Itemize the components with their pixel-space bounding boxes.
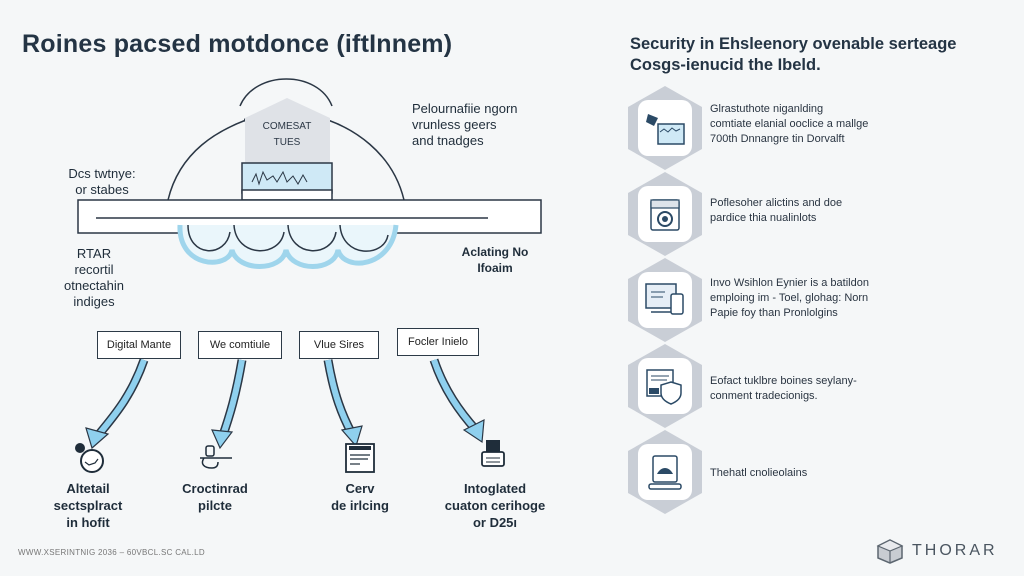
feature-line: Invo Wsihlon Eynier is a batildon (710, 277, 869, 289)
dome-top-arc (239, 78, 333, 107)
computer-mobile-icon (638, 272, 692, 328)
annotation-line: or stabes (75, 182, 129, 197)
annotation-line: and tnadges (412, 133, 484, 148)
arrow-4 (429, 358, 485, 444)
output-line: Cerv (345, 481, 375, 496)
feature-item-4: Eofact tuklbre boines seylany- conment t… (628, 344, 1008, 434)
arrow-1 (85, 358, 149, 450)
output-line: pilcte (198, 498, 232, 513)
center-hexagon (245, 98, 330, 182)
document-shield-icon (638, 358, 692, 414)
cube-logo-icon (876, 539, 904, 564)
center-label-2: TUES (274, 137, 301, 148)
feature-line: conment tradecionigs. (710, 390, 818, 402)
feature-line: Papie foy than Pronlolgins (710, 307, 838, 319)
water-scallops (177, 224, 399, 269)
feature-line: Glrastuthote niganlding (710, 103, 824, 115)
feature-line: Eofact tuklbre boines seylany- (710, 375, 857, 387)
feature-item-5: Thehatl cnolieolains (628, 430, 1008, 520)
annotation-line: Dcs twtnye: (68, 166, 136, 181)
stage-box-3[interactable]: Vlue Sires (299, 331, 379, 359)
right-title-line1: Security in Ehsleenory ovenable serteage (630, 35, 957, 53)
brand-logo[interactable]: THORAR (876, 538, 998, 564)
output-line: de irlcing (331, 498, 389, 513)
stage-box-4[interactable]: Focler Inielo (397, 328, 479, 356)
stage-box-2[interactable]: We comtiule (198, 331, 282, 359)
feature-text: Glrastuthote niganlding comtiate elanial… (710, 102, 868, 147)
output-line: Altetail (66, 481, 110, 496)
brand-name: THORAR (912, 542, 998, 559)
arrow-3 (323, 359, 363, 448)
annotation-line: Ifoaim (477, 261, 513, 275)
feature-line: Poflesoher alictins and doe (710, 197, 843, 209)
annotation-top-right: Pelournafiie ngorn vrunless geers and tn… (412, 101, 518, 149)
output-line: cuaton cerihoge (444, 498, 546, 513)
feature-line: pardice thia nualinlots (710, 212, 817, 224)
feature-line: Thehatl cnolieolains (710, 467, 808, 479)
right-title-line2: Cosgs-ienucid the Ibeld. (630, 56, 821, 74)
feature-text: Poflesoher alictins and doe pardice thia… (710, 196, 842, 226)
output-line: sectsplract (53, 498, 123, 513)
feature-item-3: Invo Wsihlon Eynier is a batildon emploi… (628, 258, 1008, 348)
stage-box-1[interactable]: Digital Mante (97, 331, 181, 359)
feature-line: comtiate elanial ooclice a mallge (710, 118, 869, 130)
stopwatch-icon (75, 443, 104, 473)
process-diagram: COMESAT TUES (75, 78, 542, 473)
annotation-left-top: Dcs twtnye: or stabes (62, 166, 142, 198)
annotation-line: otnectahin (64, 278, 124, 293)
output-line: Croctinrad (182, 481, 248, 496)
output-line: in hofit (66, 515, 110, 530)
feature-text: Thehatl cnolieolains (710, 466, 807, 481)
arrow-2 (211, 359, 247, 450)
output-label-1: Altetail sectsplract in hofit (42, 480, 134, 531)
water-tank (241, 162, 333, 194)
feature-item-2: Poflesoher alictins and doe pardice thia… (628, 172, 1008, 262)
output-label-3: Cerv de irlcing (320, 480, 400, 514)
water-tank-icon (638, 100, 692, 156)
output-line: Intoglated (463, 481, 527, 496)
annotation-right-bottom: Aclating No Ifoaim (450, 244, 540, 276)
tablet-device-icon (638, 444, 692, 500)
center-label-1: COMESAT (263, 121, 312, 132)
document-window-icon (345, 443, 375, 473)
dome-outer-arc (167, 119, 247, 201)
feature-item-1: Glrastuthote niganlding comtiate elanial… (628, 86, 1008, 176)
output-label-4: Intoglated cuaton cerihoge or D25ı (440, 480, 550, 531)
footer-text: WWW.XSERINTNIG 2036 – 60VBCL.SC CAL.LD (18, 548, 206, 557)
feature-text: Invo Wsihlon Eynier is a batildon emploi… (710, 276, 869, 321)
feature-text: Eofact tuklbre boines seylany- conment t… (710, 374, 857, 404)
card-reader-icon (481, 440, 505, 467)
annotation-line: Aclating No (461, 245, 529, 259)
annotation-line: Pelournafiie ngorn (412, 101, 518, 116)
annotation-left-bottom: RTAR recortil otnectahin indiges (52, 246, 136, 310)
feature-line: 700th Dnnangre tin Dorvalft (710, 133, 845, 145)
annotation-line: vrunless geers (412, 117, 497, 132)
page-title: Roines pacsed motdonce (iftInnem) (22, 30, 453, 58)
feature-line: emploing im - Toel, glohag: Norn (710, 292, 869, 304)
dome-outer-arc-right (327, 119, 405, 201)
person-tool-icon (200, 445, 232, 469)
annotation-line: RTAR (76, 246, 112, 261)
output-line: or D25ı (472, 515, 518, 530)
right-panel-title: Security in Ehsleenory ovenable serteage… (630, 34, 956, 76)
washing-machine-icon (638, 186, 692, 242)
annotation-line: indiges (73, 294, 115, 309)
output-label-2: Croctinrad pilcte (170, 480, 260, 514)
annotation-line: recortil (74, 262, 114, 277)
